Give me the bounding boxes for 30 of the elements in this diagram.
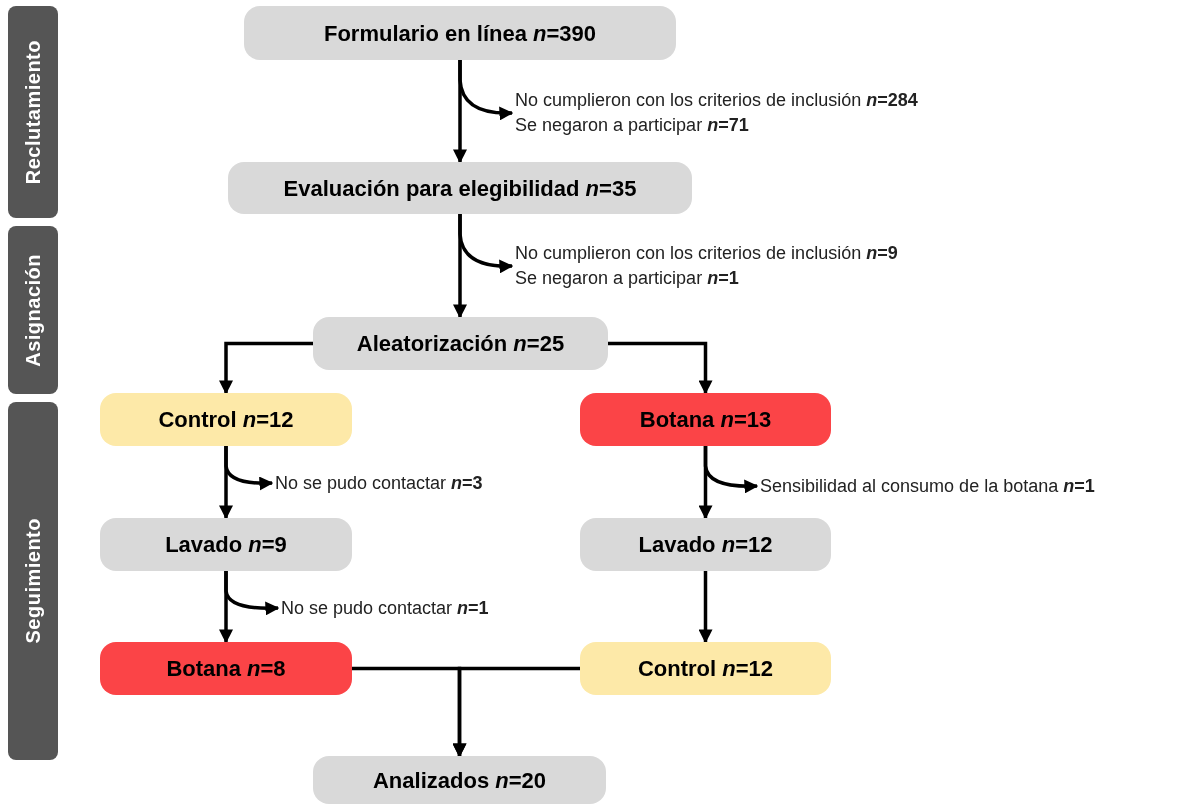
process-box: Evaluación para elegibilidad n=35 <box>228 162 692 214</box>
phase-label: Reclutamiento <box>21 39 45 185</box>
process-box: Analizados n=20 <box>313 756 606 804</box>
arrow <box>608 341 713 395</box>
exclusion-note: Sensibilidad al consumo de la botana n=1 <box>760 473 1190 499</box>
process-box: Formulario en línea n=390 <box>244 6 676 60</box>
process-box: Aleatorización n=25 <box>313 317 608 370</box>
arrow <box>452 666 580 758</box>
phase-band <box>8 6 58 218</box>
exclusion-note: No se pudo contactar n=1 <box>281 595 571 621</box>
exclusion-note: No cumplieron con los criterios de inclusión n=284 Se negaron a participar n=71 <box>515 88 1075 138</box>
arrow <box>224 446 274 491</box>
phase-label: Asignación <box>21 253 45 367</box>
phase-band <box>8 402 58 760</box>
arrow <box>458 214 514 274</box>
arrow <box>224 571 280 616</box>
arrow <box>703 446 759 494</box>
arrow <box>458 60 514 121</box>
phase-label: Seguimiento <box>21 518 45 644</box>
process-box: Control n=12 <box>100 393 352 446</box>
arrow <box>698 571 713 644</box>
process-box: Lavado n=9 <box>100 518 352 571</box>
process-box: Botana n=13 <box>580 393 831 446</box>
arrow <box>219 341 313 395</box>
process-box: Control n=12 <box>580 642 831 695</box>
process-box: Lavado n=12 <box>580 518 831 571</box>
process-box: Botana n=8 <box>100 642 352 695</box>
exclusion-note: No se pudo contactar n=3 <box>275 470 565 496</box>
phase-band <box>8 226 58 394</box>
exclusion-note: No cumplieron con los criterios de inclusión n=9 Se negaron a participar n=1 <box>515 241 1075 291</box>
